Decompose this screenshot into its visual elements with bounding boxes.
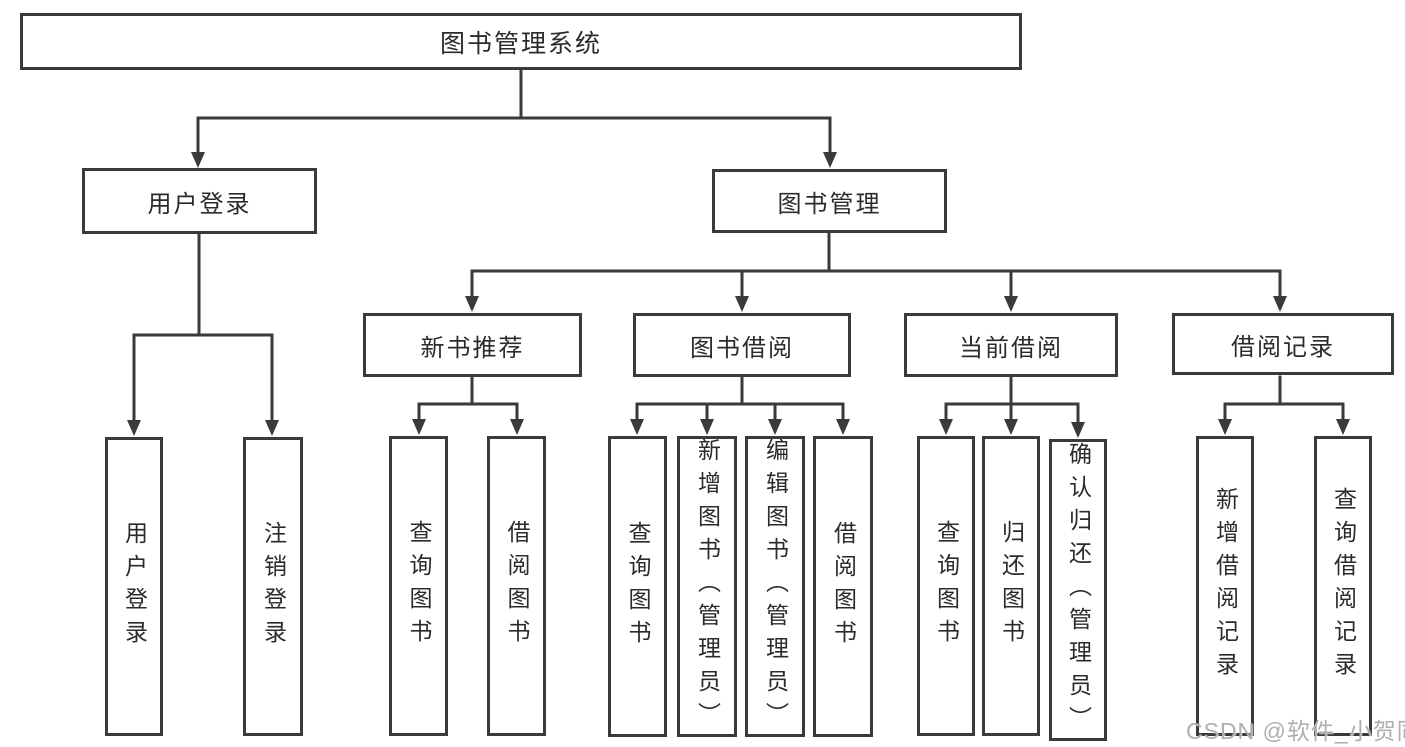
leaf-query-books-borrowing-label: 查询图书: [625, 520, 651, 653]
leaf-logout-label: 注销登录: [260, 520, 287, 653]
connector-root: [196, 68, 832, 155]
leaf-query-books-current-label: 查询图书: [933, 520, 960, 652]
connector-new-book: [417, 375, 519, 422]
node-book-management: 图书管理: [712, 169, 947, 233]
node-borrowing-records: 借阅记录: [1172, 313, 1394, 375]
node-user-login: 用户登录: [82, 168, 317, 234]
leaf-query-books-borrowing: 查询图书: [608, 436, 667, 737]
leaf-return-books-label: 归还图书: [998, 520, 1025, 652]
leaf-add-book-admin: 新增图书（管理员）: [677, 436, 737, 737]
leaf-add-borrow-record-label: 新增借阅记录: [1212, 487, 1239, 685]
connector-current-borrowing: [944, 375, 1080, 425]
leaf-confirm-return-admin: 确认归还（管理员）: [1049, 439, 1107, 741]
leaf-query-borrow-record-label: 查询借阅记录: [1330, 487, 1357, 685]
leaf-borrow-books-label: 借阅图书: [830, 520, 857, 653]
node-book-borrowing-label: 图书借阅: [690, 334, 794, 362]
node-new-book-recommend-label: 新书推荐: [420, 334, 525, 362]
leaf-borrow-books: 借阅图书: [813, 436, 873, 737]
node-root: 图书管理系统: [20, 13, 1022, 70]
node-new-book-recommend: 新书推荐: [363, 313, 582, 377]
leaf-edit-book-admin: 编辑图书（管理员）: [745, 436, 805, 737]
leaf-add-book-admin-label: 新增图书（管理员）: [694, 438, 721, 735]
node-current-borrowing: 当前借阅: [904, 313, 1118, 377]
leaf-user-login-label: 用户登录: [121, 520, 148, 653]
leaf-return-books: 归还图书: [982, 436, 1040, 736]
leaf-edit-book-admin-label: 编辑图书（管理员）: [762, 438, 789, 735]
arrowheads: [127, 152, 1350, 438]
node-root-label: 图书管理系统: [439, 29, 602, 58]
node-book-borrowing: 图书借阅: [633, 313, 851, 377]
leaf-query-books-current: 查询图书: [917, 436, 975, 736]
leaf-logout: 注销登录: [243, 437, 303, 736]
leaf-query-books-recommend-label: 查询图书: [406, 520, 432, 652]
connector-book-management: [470, 232, 1282, 299]
csdn-watermark: CSDN @软件_小贺同学: [1186, 718, 1405, 744]
node-borrowing-records-label: 借阅记录: [1231, 333, 1335, 361]
connector-user-login: [132, 232, 274, 422]
connector-book-borrowing: [635, 375, 845, 422]
leaf-query-borrow-record: 查询借阅记录: [1314, 436, 1372, 736]
connector-borrowing-records: [1223, 375, 1345, 422]
leaf-borrow-books-recommend: 借阅图书: [487, 436, 546, 736]
node-current-borrowing-label: 当前借阅: [959, 334, 1063, 362]
leaf-borrow-books-recommend-label: 借阅图书: [504, 520, 530, 652]
leaf-add-borrow-record: 新增借阅记录: [1196, 436, 1254, 736]
leaf-confirm-return-admin-label: 确认归还（管理员）: [1065, 441, 1092, 739]
node-user-login-label: 用户登录: [147, 190, 252, 218]
leaf-user-login: 用户登录: [105, 437, 163, 736]
leaf-query-books-recommend: 查询图书: [389, 436, 448, 736]
node-book-management-label: 图书管理: [777, 190, 882, 218]
